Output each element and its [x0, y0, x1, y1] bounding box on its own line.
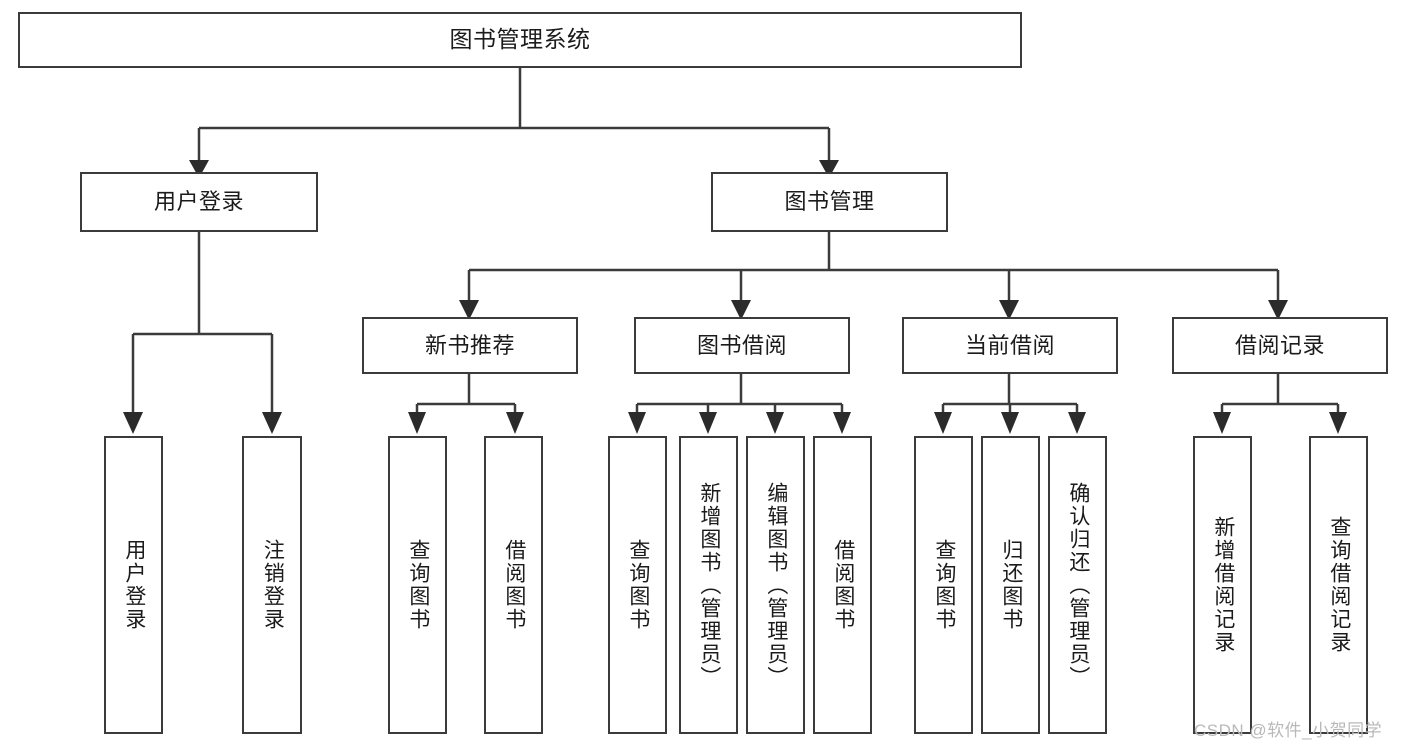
- leaf-return-book-label: 归还图书: [999, 539, 1023, 631]
- arrow-leaf-add-book: [699, 412, 717, 434]
- node-borrow-record[interactable]: 借阅记录: [1172, 317, 1388, 374]
- leaf-borrow-book-1-label: 借阅图书: [502, 539, 526, 631]
- leaf-user-login-label: 用户登录: [122, 539, 146, 631]
- node-current-borrow-label: 当前借阅: [964, 332, 1055, 358]
- leaf-confirm-return[interactable]: 确认归还（管理员）: [1048, 436, 1107, 734]
- arrow-leaf-edit-book: [766, 412, 784, 434]
- node-current-borrow[interactable]: 当前借阅: [902, 317, 1118, 374]
- leaf-query-record-label: 查询借阅记录: [1327, 516, 1351, 654]
- node-book-manage-label: 图书管理: [784, 189, 875, 215]
- leaf-logout-login-label: 注销登录: [261, 539, 285, 631]
- leaf-query-book-3-label: 查询图书: [932, 539, 956, 631]
- leaf-query-book-1[interactable]: 查询图书: [388, 436, 447, 734]
- leaf-add-record[interactable]: 新增借阅记录: [1193, 436, 1252, 734]
- csdn-watermark: CSDN @软件_小贺同学: [1194, 721, 1383, 740]
- leaf-add-book[interactable]: 新增图书（管理员）: [679, 436, 738, 734]
- arrow-leaf-borrow-book-1: [506, 412, 524, 434]
- arrow-leaf-add-record: [1213, 412, 1231, 434]
- node-new-book-recommend[interactable]: 新书推荐: [362, 317, 578, 374]
- leaf-add-book-label: 新增图书（管理员）: [697, 481, 721, 689]
- leaf-borrow-book-1[interactable]: 借阅图书: [484, 436, 543, 734]
- node-user-login[interactable]: 用户登录: [80, 172, 318, 232]
- arrow-leaf-confirm-return: [1068, 412, 1086, 434]
- arrow-leaf-borrow-book-2: [833, 412, 851, 434]
- node-new-book-recommend-label: 新书推荐: [424, 332, 515, 358]
- leaf-query-book-1-label: 查询图书: [406, 539, 430, 631]
- arrow-leaf-return-book: [1001, 412, 1019, 434]
- leaf-add-record-label: 新增借阅记录: [1211, 516, 1235, 654]
- leaf-query-book-3[interactable]: 查询图书: [914, 436, 973, 734]
- node-root[interactable]: 图书管理系统: [18, 12, 1022, 68]
- node-book-borrow-label: 图书借阅: [696, 332, 787, 358]
- node-book-manage[interactable]: 图书管理: [711, 172, 948, 232]
- leaf-edit-book[interactable]: 编辑图书（管理员）: [746, 436, 805, 734]
- leaf-logout-login[interactable]: 注销登录: [242, 436, 302, 734]
- arrow-leaf-query-book-2: [628, 412, 646, 434]
- leaf-borrow-book-2[interactable]: 借阅图书: [813, 436, 872, 734]
- arrow-leaf-query-record: [1329, 412, 1347, 434]
- leaf-edit-book-label: 编辑图书（管理员）: [764, 481, 788, 689]
- leaf-query-record[interactable]: 查询借阅记录: [1309, 436, 1368, 734]
- node-book-borrow[interactable]: 图书借阅: [634, 317, 850, 374]
- node-root-label: 图书管理系统: [449, 26, 591, 53]
- arrow-leaf-user-login: [123, 412, 143, 434]
- arrow-leaf-query-book-3: [934, 412, 952, 434]
- arrow-leaf-query-book-1: [408, 412, 426, 434]
- node-user-login-label: 用户登录: [153, 189, 244, 215]
- leaf-return-book[interactable]: 归还图书: [981, 436, 1040, 734]
- arrow-leaf-logout-login: [262, 412, 282, 434]
- leaf-borrow-book-2-label: 借阅图书: [831, 539, 855, 631]
- node-borrow-record-label: 借阅记录: [1234, 332, 1325, 358]
- leaf-query-book-2-label: 查询图书: [626, 539, 650, 631]
- leaf-query-book-2[interactable]: 查询图书: [608, 436, 667, 734]
- leaf-user-login[interactable]: 用户登录: [104, 436, 163, 734]
- leaf-confirm-return-label: 确认归还（管理员）: [1066, 481, 1090, 689]
